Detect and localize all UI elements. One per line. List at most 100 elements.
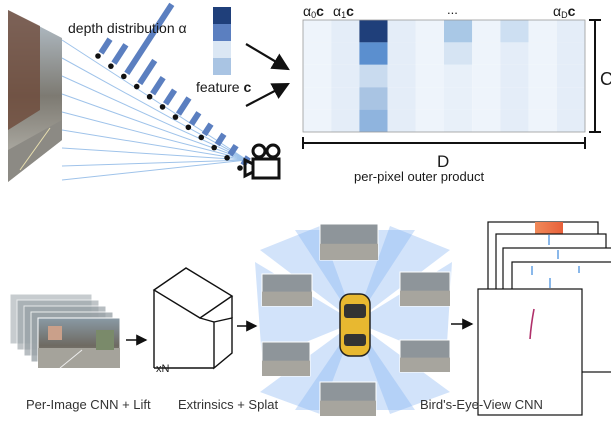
- matrix-cell: [556, 64, 585, 88]
- depth-point: [95, 53, 101, 59]
- depth-point: [159, 104, 166, 110]
- arrow-feature-to-matrix: [245, 82, 290, 107]
- street-photo-building: [8, 10, 40, 130]
- matrix-cell: [500, 20, 529, 43]
- dim-c-label: C: [600, 69, 611, 89]
- frustum-ray: [61, 159, 248, 181]
- depth-point: [237, 165, 243, 171]
- arrow-alpha-to-matrix: [245, 43, 290, 71]
- depth-bin-bar: [175, 96, 192, 116]
- matrix-border: [302, 19, 586, 133]
- depth-point: [224, 155, 230, 161]
- col-label-alpha0: α0c: [303, 3, 324, 20]
- matrix-cell: [303, 109, 332, 132]
- matrix-cell: [331, 20, 360, 43]
- surround-camera-road: [320, 400, 376, 416]
- matrix-cell: [444, 20, 473, 43]
- depth-point: [185, 124, 192, 131]
- surround-camera-road: [262, 291, 312, 306]
- matrix-cell: [387, 87, 416, 110]
- matrix-cell: [387, 64, 416, 88]
- frustum-rays: [61, 39, 248, 181]
- frustum-ray: [61, 147, 248, 161]
- depth-bin-bar: [227, 143, 239, 157]
- frustum-ray: [61, 111, 248, 161]
- matrix-cell: [556, 87, 585, 110]
- xn-label: xN: [156, 363, 170, 375]
- matrix-cell: [556, 42, 585, 65]
- depth-points: [95, 53, 243, 171]
- matrix-cell: [415, 42, 444, 65]
- matrix-cell: [500, 64, 529, 88]
- matrix-cell: [303, 20, 332, 43]
- matrix-cell: [556, 109, 585, 132]
- matrix-cell: [415, 20, 444, 43]
- surround-camera-road: [400, 357, 450, 372]
- depth-point: [198, 134, 205, 141]
- matrix-cell: [556, 20, 585, 43]
- depth-point: [211, 144, 217, 151]
- caption-extrinsics-splat: Extrinsics + Splat: [178, 397, 278, 412]
- matrix-cell: [303, 64, 332, 88]
- matrix-cell: [387, 20, 416, 43]
- depth-bin-bar: [163, 88, 178, 106]
- dim-d-bracket: [302, 137, 586, 149]
- matrix-cell: [444, 109, 473, 132]
- matrix-cell: [359, 64, 388, 88]
- matrix-cell: [528, 109, 557, 132]
- depth-bin-bar: [98, 37, 113, 55]
- depth-point: [133, 83, 140, 90]
- depth-bin-bar: [150, 75, 166, 96]
- matrix-cell: [472, 20, 501, 43]
- depth-bin-bar: [111, 43, 129, 65]
- depth-bin-bar: [201, 122, 214, 137]
- depth-point: [146, 93, 153, 100]
- matrix-cell: [500, 87, 529, 110]
- matrix-cell: [387, 109, 416, 132]
- col-label-alpha1: α1c: [333, 3, 354, 20]
- matrix-cell: [331, 64, 360, 88]
- matrix-cell: [500, 42, 529, 65]
- caption-bev-cnn: Bird's-Eye-View CNN: [420, 397, 543, 412]
- matrix-cell: [387, 42, 416, 65]
- depth-distribution-label: depth distribution α: [68, 20, 187, 36]
- matrix-cell: [444, 87, 473, 110]
- matrix-cell: [528, 64, 557, 88]
- matrix-cell: [415, 64, 444, 88]
- matrix-cell: [331, 109, 360, 132]
- surround-camera-road: [320, 243, 378, 260]
- bev-blue-marks: [531, 235, 580, 288]
- frustum-panel: [8, 10, 62, 182]
- matrix-cell: [472, 87, 501, 110]
- depth-point: [172, 114, 179, 120]
- street-photo-road: [8, 120, 62, 182]
- bev-feature-maps: [477, 221, 611, 416]
- camera-icon: [243, 143, 281, 180]
- bev-predicted-mark: [529, 308, 535, 340]
- lift-frustum-box: [152, 267, 234, 370]
- frustum-ray: [61, 39, 248, 161]
- feature-vector: [213, 7, 231, 75]
- depth-bins: [98, 2, 251, 167]
- feature-label: feature c: [196, 79, 251, 95]
- matrix-cell: [331, 42, 360, 65]
- matrix-cell: [472, 64, 501, 88]
- car-icon: [339, 293, 371, 357]
- dim-d-label: D: [437, 152, 449, 171]
- surround-camera-images: [261, 223, 451, 417]
- dim-c-bracket: [589, 19, 601, 133]
- depth-point: [121, 73, 127, 80]
- matrix-cell: [444, 64, 473, 88]
- matrix-cell: [528, 42, 557, 65]
- depth-bin-bar: [124, 2, 175, 76]
- matrix-cell: [303, 42, 332, 65]
- matrix-cell: [472, 42, 501, 65]
- depth-point: [108, 63, 114, 69]
- caption-per-image-cnn: Per-Image CNN + Lift: [26, 397, 151, 412]
- depth-bin-bar: [137, 58, 158, 86]
- matrix-cell: [528, 20, 557, 43]
- matrix-cell: [331, 87, 360, 110]
- frustum-ray: [61, 159, 248, 167]
- matrix-cell: [500, 109, 529, 132]
